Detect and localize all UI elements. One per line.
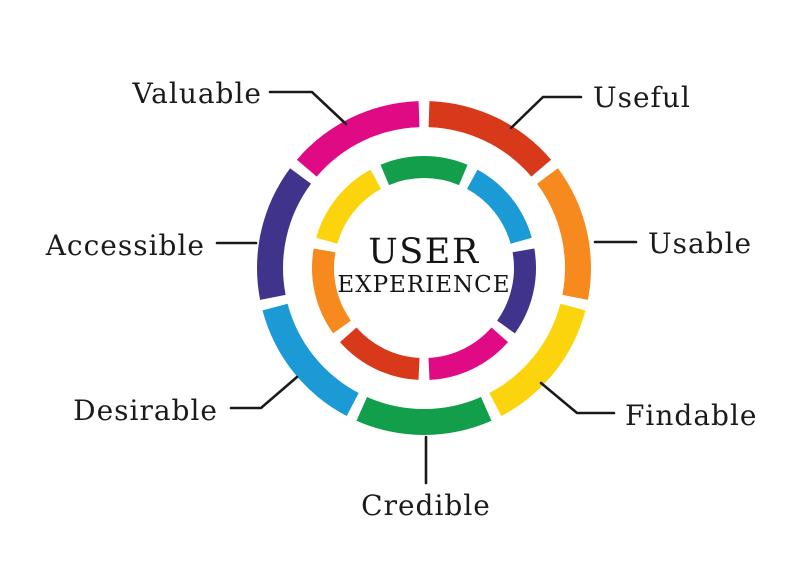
inner-ring-segment-orange	[311, 248, 351, 334]
desirable-label: Desirable	[73, 394, 218, 427]
findable-label: Findable	[625, 399, 757, 432]
outer-ring-segment-green	[356, 397, 492, 435]
inner-ring-segment-magenta	[428, 327, 508, 380]
center-title-line2: EXPERIENCE	[337, 272, 510, 298]
usable-label: Usable	[648, 227, 752, 260]
outer-ring-segment-yellow	[489, 303, 586, 416]
inner-ring-segment-yellow	[316, 169, 381, 244]
accessible-label: Accessible	[45, 229, 205, 262]
inner-ring-segment-blue	[467, 169, 532, 244]
center-title-line1: USER	[368, 232, 480, 272]
useful-connector-line	[509, 95, 583, 130]
useful-label: Useful	[593, 81, 691, 114]
findable-connector-line	[539, 381, 616, 415]
credible-label: Credible	[361, 489, 491, 522]
segment-rings	[257, 101, 591, 435]
valuable-label: Valuable	[132, 77, 262, 110]
inner-ring-segment-red	[340, 327, 420, 380]
outer-ring-segment-orange	[537, 168, 591, 300]
label-connector-lines	[215, 90, 638, 485]
inner-ring-segment-indigo	[497, 248, 537, 334]
outer-ring-segment-indigo	[257, 168, 311, 300]
valuable-connector-line	[268, 90, 348, 126]
outer-ring-segment-blue	[262, 303, 359, 416]
inner-ring-segment-green	[380, 156, 468, 186]
outer-ring-segment-magenta	[296, 101, 420, 177]
desirable-connector-line	[229, 375, 299, 410]
outer-ring-segment-red	[428, 101, 552, 177]
